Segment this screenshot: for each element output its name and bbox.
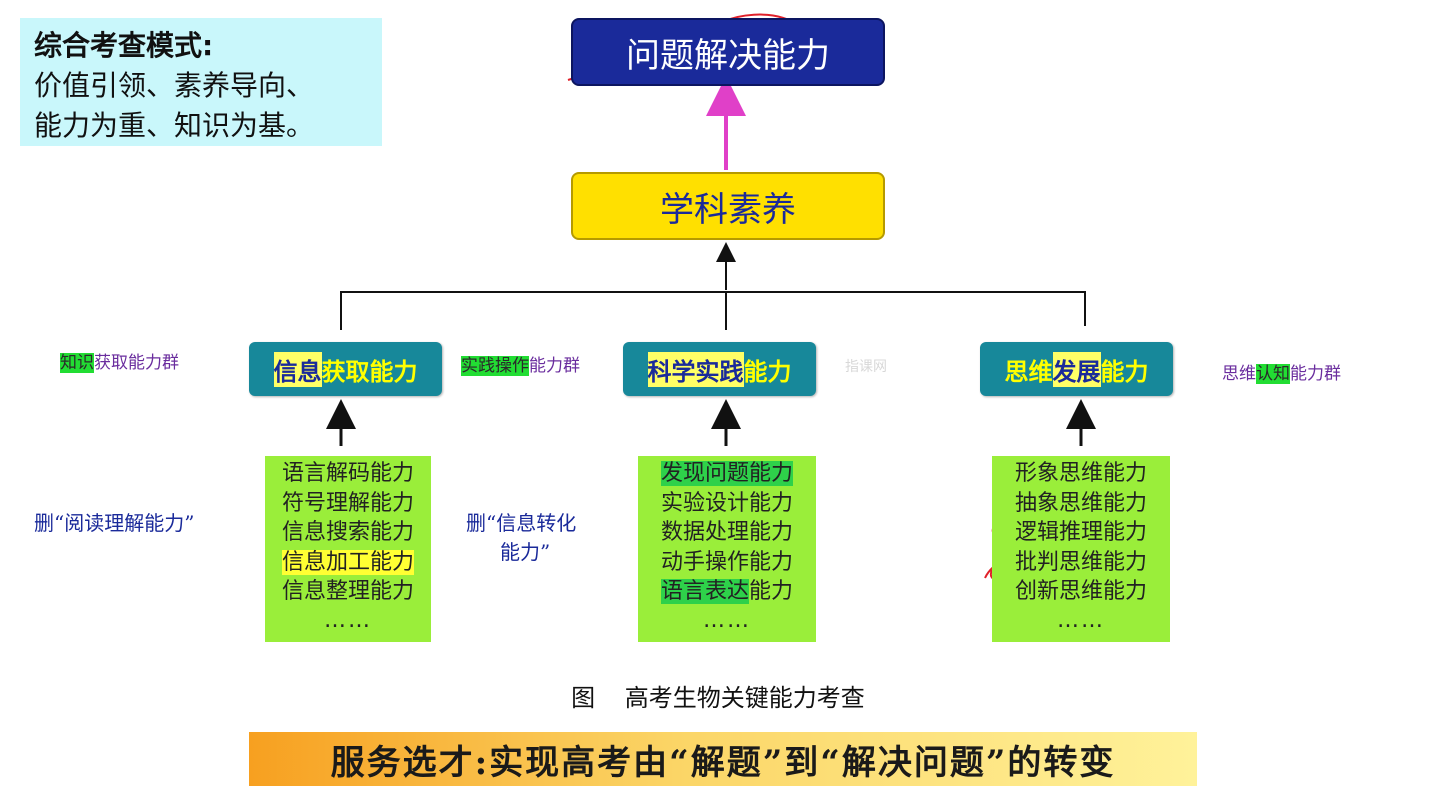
list-item-highlighted: 发现问题能力	[660, 461, 793, 486]
note-deleted-transform-2: 能力”	[500, 540, 551, 564]
ability-practice-rest: 能力	[743, 357, 792, 386]
list-item: 发现问题能力	[638, 459, 816, 489]
list-item: 逻辑推理能力	[1014, 520, 1147, 545]
list-item: 动手操作能力	[660, 549, 793, 575]
figure-caption: 图 高考生物关键能力考查	[571, 684, 865, 712]
branch-bracket	[340, 291, 1086, 330]
assessment-mode-box: 综合考查模式: 价值引领、素养导向、 能力为重、知识为基。	[20, 18, 382, 146]
mode-line-2: 能力为重、知识为基。	[34, 109, 315, 142]
list-item-highlighted: 语言表达	[660, 579, 749, 604]
list-item: 抽象思维能力	[1014, 490, 1147, 516]
note-practice-group: 实践操作能力群	[461, 351, 580, 376]
note-cognition-group: 思维认知能力群	[1222, 359, 1341, 384]
mode-line-1: 价值引领、素养导向、	[34, 69, 315, 102]
note-cognition-rest: 能力群	[1290, 364, 1341, 384]
ability-thinking-development: 思维发展能力	[980, 342, 1173, 396]
ability-practice-hl: 科学实践	[647, 351, 744, 387]
list-item: 语言解码能力	[281, 461, 414, 486]
subject-literacy-box: 学科素养	[571, 172, 885, 240]
ability-info-rest: 获取能力	[321, 357, 418, 386]
list-item: 创新思维能力	[1014, 579, 1147, 604]
problem-solving-box: 问题解决能力	[571, 18, 885, 86]
note-practice-hl: 实践操作	[461, 356, 529, 376]
watermark-logo: 指课网	[845, 356, 887, 376]
list-info-abilities: 语言解码能力 符号理解能力 信息搜索能力 信息加工能力 信息整理能力 ……	[265, 456, 431, 642]
summary-banner: 服务选才:实现高考由“解题”到“解决问题”的转变	[249, 732, 1197, 786]
mode-title: 综合考查模式:	[34, 29, 214, 62]
list-item: 形象思维能力	[1014, 461, 1147, 486]
list-ellipsis: ……	[703, 607, 751, 633]
note-deleted-transform-1: 删“信息转化	[466, 511, 577, 535]
subject-literacy-label: 学科素养	[660, 189, 796, 230]
list-item: 信息搜索能力	[281, 520, 414, 545]
list-item: 实验设计能力	[660, 490, 793, 516]
list-thinking-abilities: 形象思维能力 抽象思维能力 逻辑推理能力 批判思维能力 创新思维能力 ……	[992, 456, 1170, 642]
note-knowledge-hl: 知识	[60, 353, 94, 373]
ability-thinking-hl: 发展	[1052, 351, 1101, 387]
list-item: 语言表达能力	[638, 577, 816, 607]
note-knowledge-group: 知识获取能力群	[60, 348, 179, 373]
note-practice-rest: 能力群	[529, 356, 580, 376]
note-deleted-reading: 删“阅读理解能力”	[34, 511, 195, 535]
list-item: 信息加工能力	[265, 548, 431, 578]
list-item: 符号理解能力	[281, 490, 414, 516]
list-item-highlighted: 信息加工能力	[281, 549, 414, 575]
list-ellipsis: ……	[1057, 607, 1105, 633]
watermark-text: 指课网	[845, 359, 887, 375]
list-item: 数据处理能力	[660, 520, 793, 545]
ability-info-hl: 信息	[273, 351, 322, 387]
ability-thinking-pre: 思维	[1004, 357, 1053, 386]
note-knowledge-rest: 获取能力群	[94, 353, 179, 373]
list-item: 信息整理能力	[281, 579, 414, 604]
ability-thinking-rest: 能力	[1100, 357, 1149, 386]
list-ellipsis: ……	[324, 607, 372, 633]
list-practice-abilities: 发现问题能力 实验设计能力 数据处理能力 动手操作能力 语言表达能力 ……	[638, 456, 816, 642]
ability-science-practice: 科学实践能力	[623, 342, 816, 396]
summary-banner-text: 服务选才:实现高考由“解题”到“解决问题”的转变	[330, 742, 1116, 783]
list-item: 批判思维能力	[1014, 549, 1147, 575]
ability-info-acquisition: 信息获取能力	[249, 342, 442, 396]
list-item-rest: 能力	[749, 579, 794, 604]
problem-solving-label: 问题解决能力	[626, 35, 830, 76]
note-cognition-hl: 认知	[1256, 364, 1290, 384]
note-cognition-pre: 思维	[1222, 364, 1256, 384]
